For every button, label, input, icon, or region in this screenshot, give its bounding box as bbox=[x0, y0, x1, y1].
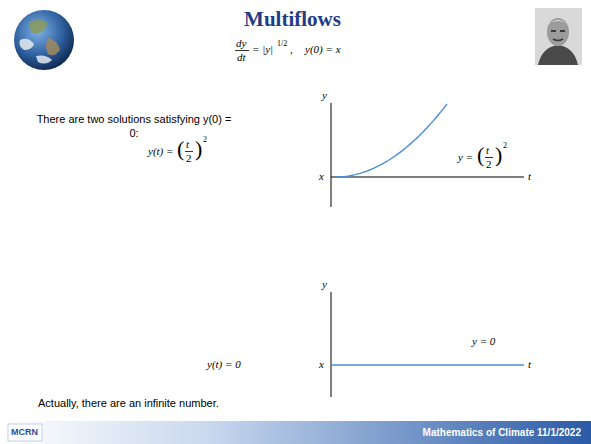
axis-label: t bbox=[528, 171, 531, 182]
fraction-bar bbox=[485, 157, 493, 158]
exponent: 1/2 bbox=[277, 40, 287, 48]
logo-box bbox=[8, 424, 42, 441]
curve-label: y = bbox=[458, 152, 473, 163]
footer-text: Mathematics of Climate 11/1/2022 bbox=[423, 428, 581, 438]
statement-text: There are two solutions satisfying y(0) … bbox=[36, 112, 232, 141]
parenthesis: ( bbox=[477, 144, 484, 166]
axis-label: t bbox=[528, 359, 531, 370]
logo-text: MCRN bbox=[11, 428, 38, 437]
equation-text: y(0) = x bbox=[305, 44, 341, 55]
equation-text: dt bbox=[237, 52, 246, 63]
slide-title: Multiflows bbox=[0, 9, 588, 30]
solution-formula: t bbox=[186, 139, 189, 150]
axis-label: y bbox=[322, 279, 327, 290]
curve-label: y = 0 bbox=[472, 336, 495, 347]
parenthesis: ) bbox=[195, 138, 202, 160]
exponent: 2 bbox=[203, 136, 207, 144]
earth-picture bbox=[14, 10, 74, 70]
parenthesis: ) bbox=[495, 144, 502, 166]
curve-label: t bbox=[486, 145, 489, 156]
axis-label: y bbox=[322, 90, 327, 101]
zero-solution-line bbox=[331, 364, 524, 366]
curve-label: 2 bbox=[486, 159, 492, 170]
equation-text: dy bbox=[236, 38, 246, 49]
t-axis bbox=[331, 177, 524, 178]
y-axis bbox=[331, 103, 332, 207]
note-text: Actually, there are an infinite number. bbox=[38, 398, 219, 409]
axis-label: x bbox=[319, 359, 324, 370]
footer-band bbox=[0, 421, 591, 444]
solution-curve bbox=[335, 104, 447, 177]
solution-formula: y(t) = bbox=[148, 146, 173, 157]
fraction-bar bbox=[235, 50, 249, 51]
fraction-bar bbox=[185, 151, 193, 152]
equation-text: = |y| bbox=[252, 44, 273, 55]
exponent: 2 bbox=[503, 142, 507, 150]
equation-text: , bbox=[290, 44, 293, 55]
parenthesis: ( bbox=[177, 138, 184, 160]
solution-formula: 2 bbox=[186, 153, 192, 164]
solution-formula: y(t) = 0 bbox=[207, 359, 241, 370]
y-axis bbox=[331, 292, 332, 397]
axis-label: x bbox=[319, 171, 324, 182]
portrait-photo bbox=[535, 8, 582, 65]
